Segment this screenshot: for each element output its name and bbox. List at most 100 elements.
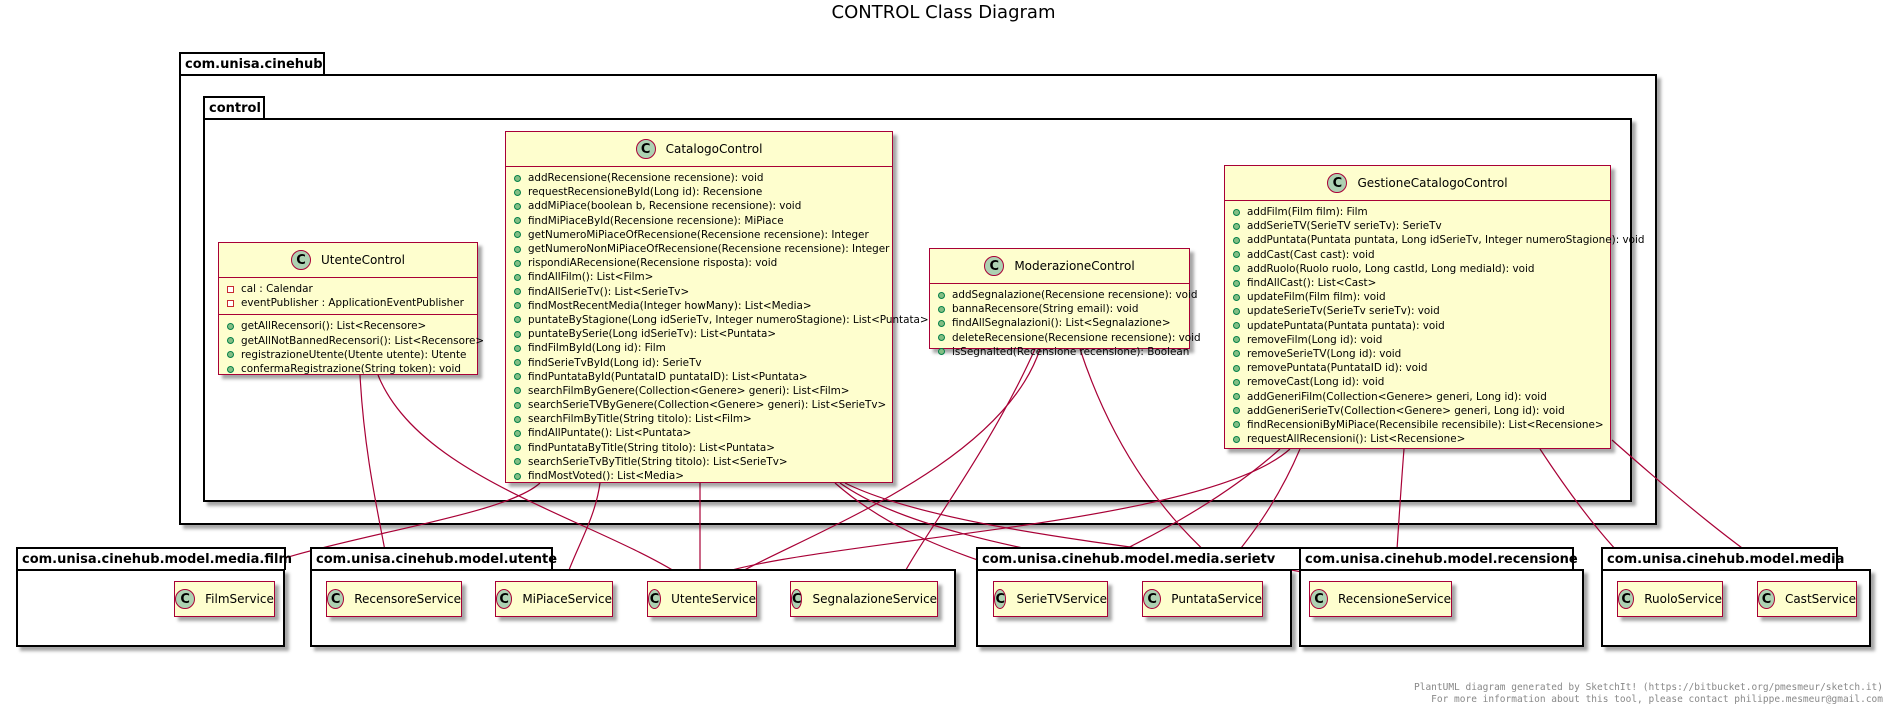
public-icon: [938, 291, 945, 299]
public-icon: [1233, 222, 1240, 230]
public-icon: [514, 330, 521, 338]
method-row: getNumeroMiPiaceOfRecensione(Recensione …: [506, 228, 892, 242]
method-row: findPuntataById(PuntataID puntataID): Li…: [506, 370, 892, 384]
public-icon: [514, 245, 521, 253]
method-row: findMiPiaceById(Recensione recensione): …: [506, 214, 892, 228]
public-icon: [1233, 307, 1240, 315]
public-icon: [514, 231, 521, 239]
public-icon: [514, 401, 521, 409]
class-icon: C: [984, 256, 1005, 276]
method-row: removeFilm(Long id): void: [1225, 333, 1610, 347]
class-mipiace-service[interactable]: C MiPiaceService: [495, 581, 613, 617]
method-row: getAllNotBannedRecensori(): List<Recenso…: [219, 334, 484, 348]
public-icon: [514, 373, 521, 381]
class-icon: C: [327, 589, 345, 609]
class-utente-service[interactable]: C UtenteService: [647, 581, 757, 617]
method-row: updateSerieTv(SerieTv serieTv): void: [1225, 304, 1610, 318]
method-row: addGeneriSerieTv(Collection<Genere> gene…: [1225, 404, 1610, 418]
class-name: MiPiaceService: [522, 592, 612, 606]
class-recensore-service[interactable]: C RecensoreService: [326, 581, 462, 617]
method-row: addSegnalazione(Recensione recensione): …: [930, 288, 1197, 302]
public-icon: [938, 319, 945, 327]
diagram-title: CONTROL Class Diagram: [831, 2, 1056, 23]
class-icon: C: [496, 589, 513, 609]
method-row: addMiPiace(boolean b, Recensione recensi…: [506, 199, 892, 213]
method-row: confermaRegistrazione(String token): voi…: [219, 362, 477, 376]
class-icon: C: [994, 589, 1007, 609]
public-icon: [514, 359, 521, 367]
method-row: removeCast(Long id): void: [1225, 375, 1610, 389]
package-tab-serietv: com.unisa.cinehub.model.media.serietv: [976, 547, 1302, 570]
package-tab-media: com.unisa.cinehub.model.media: [1601, 547, 1844, 570]
class-icon: C: [635, 139, 656, 159]
class-header: C UtenteControl: [219, 243, 477, 278]
method-row: findSerieTvById(Long id): SerieTv: [506, 355, 892, 369]
public-icon: [514, 217, 521, 225]
method-row: requestRecensioneById(Long id): Recensio…: [506, 185, 892, 199]
method-row: puntateBySerie(Long idSerieTv): List<Pun…: [506, 327, 892, 341]
method-row: findPuntataByTitle(String titolo): List<…: [506, 441, 892, 455]
package-tab-control: control: [203, 96, 265, 119]
public-icon: [938, 305, 945, 313]
class-name: GestioneCatalogoControl: [1357, 176, 1508, 190]
public-icon: [514, 288, 521, 296]
class-gestione-catalogo-control[interactable]: C GestioneCatalogoControl addFilm(Film f…: [1224, 165, 1644, 449]
public-icon: [514, 444, 521, 452]
method-row: puntateByStagione(Long idSerieTv, Intege…: [506, 313, 929, 327]
package-tab-cinehub: com.unisa.cinehub: [179, 52, 325, 75]
public-icon: [514, 202, 521, 210]
method-row: searchSerieTVByGenere(Collection<Genere>…: [506, 398, 892, 412]
class-catalogo-control[interactable]: C CatalogoControl addRecensione(Recensio…: [505, 131, 929, 483]
footer-credit: PlantUML diagram generated by SketchIt! …: [1414, 682, 1883, 706]
package-tab-utente: com.unisa.cinehub.model.utente: [310, 547, 557, 570]
package-tab-film: com.unisa.cinehub.model.media.film: [16, 547, 292, 570]
class-moderazione-control[interactable]: C ModerazioneControl addSegnalazione(Rec…: [929, 248, 1201, 358]
public-icon: [227, 351, 234, 359]
method-row: findAllPuntate(): List<Puntata>: [506, 426, 892, 440]
method-row: addFilm(Film film): Film: [1225, 205, 1610, 219]
public-icon: [938, 348, 945, 356]
method-row: removePuntata(PuntataID id): void: [1225, 361, 1610, 375]
class-icon: C: [1310, 589, 1328, 609]
public-icon: [514, 344, 521, 352]
public-icon: [1233, 421, 1240, 429]
public-icon: [1233, 407, 1240, 415]
class-header: C GestioneCatalogoControl: [1225, 166, 1610, 201]
public-icon: [514, 458, 521, 466]
class-icon: C: [648, 589, 662, 609]
class-icon: C: [1327, 173, 1348, 193]
class-header: C ModerazioneControl: [930, 249, 1189, 284]
public-icon: [1233, 350, 1240, 358]
method-row: findAllCast(): List<Cast>: [1225, 276, 1610, 290]
public-icon: [1233, 279, 1240, 287]
method-row: addCast(Cast cast): void: [1225, 248, 1610, 262]
method-row: findRecensioniByMiPiace(Recensibile rece…: [1225, 418, 1610, 432]
attribute-list: cal : Calendar eventPublisher : Applicat…: [219, 278, 477, 316]
attribute-row: cal : Calendar: [219, 282, 477, 296]
class-name: UtenteService: [671, 592, 756, 606]
method-row: requestAllRecensioni(): List<Recensione>: [1225, 432, 1610, 446]
public-icon: [514, 259, 521, 267]
class-utente-control[interactable]: C UtenteControl cal : Calendar eventPubl…: [218, 242, 484, 375]
public-icon: [1233, 435, 1240, 443]
method-list: getAllRecensori(): List<Recensore> getAl…: [219, 315, 484, 380]
class-name: CatalogoControl: [665, 142, 763, 156]
method-row: deleteRecensione(Recensione recensione):…: [930, 331, 1201, 345]
method-list: addRecensione(Recensione recensione): vo…: [506, 167, 929, 487]
method-row: rispondiARecensione(Recensione risposta)…: [506, 256, 892, 270]
method-row: getNumeroNonMiPiaceOfRecensione(Recensio…: [506, 242, 892, 256]
public-icon: [514, 415, 521, 423]
class-name: RecensoreService: [354, 592, 461, 606]
class-icon: C: [175, 589, 196, 609]
class-icon: C: [291, 250, 312, 270]
class-icon: C: [1143, 589, 1162, 609]
public-icon: [1233, 236, 1240, 244]
public-icon: [514, 316, 521, 324]
